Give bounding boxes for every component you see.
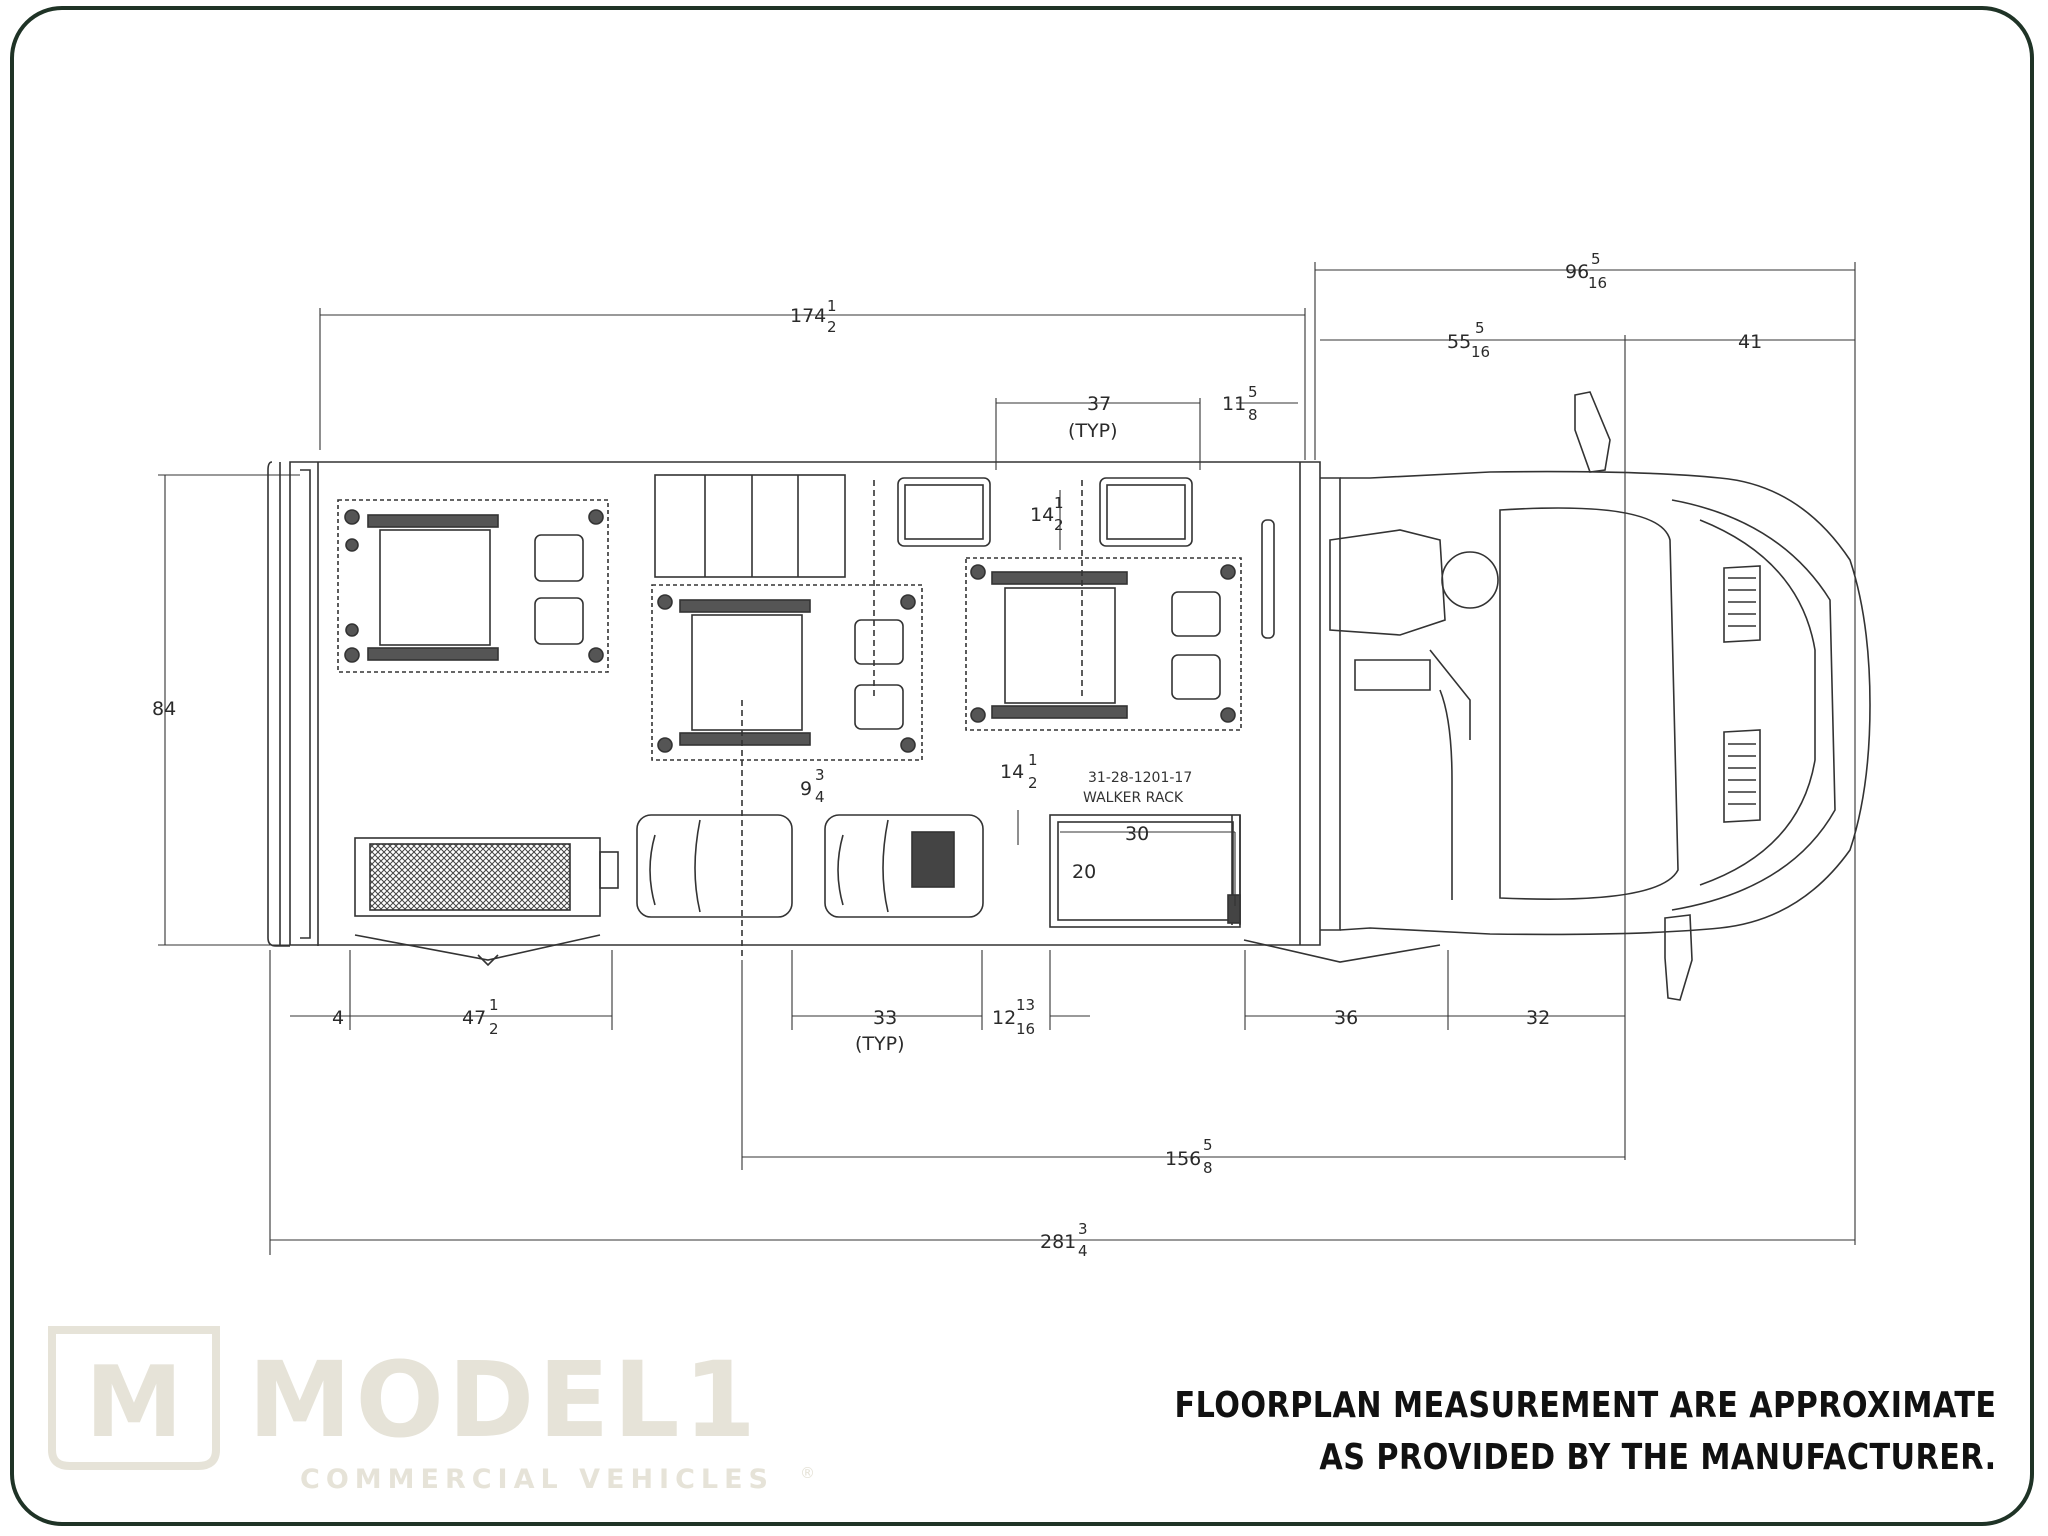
dim-seat-spacing-bottom: 33 [873, 1007, 897, 1029]
walker-rack [1049, 814, 1441, 963]
svg-text:1: 1 [1028, 751, 1038, 769]
svg-text:MODEL1: MODEL1 [248, 1339, 760, 1461]
disclaimer-line-2: AS PROVIDED BY THE MANUFACTURER. [1318, 1437, 1996, 1478]
svg-text:5: 5 [1591, 250, 1601, 268]
svg-text:8: 8 [1248, 406, 1258, 424]
brand-logo: M MODEL1 [48, 1326, 760, 1470]
svg-text:96: 96 [1565, 261, 1589, 283]
dim-typ-bottom: (TYP) [855, 1033, 905, 1055]
svg-text:13: 13 [1016, 996, 1035, 1014]
svg-text:M: M [85, 1346, 183, 1460]
svg-text:16: 16 [1471, 343, 1490, 361]
brand-tagline: COMMERCIAL VEHICLES [300, 1464, 774, 1495]
dim-front-overhang: 41 [1738, 331, 1762, 353]
svg-text:1: 1 [827, 297, 837, 315]
dimension-lines [158, 262, 1856, 1255]
svg-text:5: 5 [1475, 319, 1485, 337]
wheelchair-station-middle [651, 584, 923, 761]
svg-text:16: 16 [1016, 1020, 1035, 1038]
svg-text:55: 55 [1447, 331, 1471, 353]
svg-text:14: 14 [1030, 504, 1054, 526]
walker-rack-part-number: 31-28-1201-17 [1088, 770, 1192, 786]
wheelchair-lift [354, 837, 619, 967]
svg-text:4: 4 [815, 788, 825, 806]
svg-text:14: 14 [1000, 761, 1024, 783]
svg-text:2: 2 [1028, 774, 1038, 792]
svg-text:1: 1 [1054, 494, 1064, 512]
svg-text:2: 2 [1054, 516, 1064, 534]
dim-entry-door: 36 [1334, 1007, 1358, 1029]
dim-seat-gap: 14 1 2 [1030, 494, 1064, 534]
dim-seat-spacing-top: 37 [1087, 393, 1111, 415]
passenger-seats-top [654, 474, 1275, 700]
diagram-frame [10, 6, 2034, 1526]
cab-front [1329, 391, 1871, 1001]
dim-aisle-gap: 14 1 2 [1000, 751, 1038, 792]
svg-text:16: 16 [1588, 274, 1607, 292]
svg-text:281: 281 [1040, 1231, 1076, 1253]
dim-cab-to-axle: 55 5 16 [1447, 319, 1490, 361]
svg-text:156: 156 [1165, 1148, 1201, 1170]
svg-text:2: 2 [489, 1020, 499, 1038]
svg-text:2: 2 [827, 318, 837, 336]
dim-step-well: 32 [1526, 1007, 1550, 1029]
dim-partition-gap: 11 5 8 [1222, 383, 1258, 424]
dim-rack-depth: 20 [1072, 861, 1096, 883]
dim-cab-length: 96 5 16 [1565, 250, 1607, 292]
dim-width: 84 [152, 698, 176, 720]
dim-lift-gap: 9 3 4 [800, 766, 825, 806]
dim-rear-door: 47 1 2 [462, 996, 499, 1038]
dim-wheelbase: 156 5 8 [1165, 1136, 1213, 1177]
dim-rear-offset: 4 [332, 1007, 344, 1029]
passenger-seats-bottom [636, 700, 984, 960]
svg-text:8: 8 [1203, 1159, 1213, 1177]
dim-body-length: 174 1 2 [790, 297, 837, 336]
dim-rack-width: 30 [1125, 823, 1149, 845]
disclaimer-note: FLOORPLAN MEASUREMENT ARE APPROXIMATE AS… [1174, 1380, 1996, 1484]
wheelchair-station-rear [337, 499, 609, 673]
wheelchair-station-front [965, 557, 1242, 731]
dim-rack-offset: 12 13 16 [992, 996, 1035, 1038]
disclaimer-line-1: FLOORPLAN MEASUREMENT ARE APPROXIMATE [1174, 1385, 1996, 1426]
svg-text:9: 9 [800, 778, 812, 800]
svg-text:1: 1 [489, 996, 499, 1014]
svg-text:174: 174 [790, 305, 826, 327]
svg-text:4: 4 [1078, 1242, 1088, 1260]
svg-text:5: 5 [1203, 1136, 1213, 1154]
svg-text:3: 3 [1078, 1220, 1088, 1238]
dim-overall-length: 281 3 4 [1040, 1220, 1088, 1260]
svg-text:12: 12 [992, 1007, 1016, 1029]
body-outline [267, 461, 1341, 947]
brand-registered-mark: ® [800, 1464, 815, 1482]
dim-typ-top: (TYP) [1068, 420, 1118, 442]
svg-text:47: 47 [462, 1007, 486, 1029]
svg-text:5: 5 [1248, 383, 1258, 401]
brand-watermark: M MODEL1 COMMERCIAL VEHICLES ® [48, 1326, 815, 1495]
dimension-labels: 174 1 2 96 5 16 55 5 16 41 37 (TYP) 11 5… [152, 250, 1762, 1260]
svg-text:11: 11 [1222, 393, 1246, 415]
svg-text:3: 3 [815, 766, 825, 784]
walker-rack-label: WALKER RACK [1083, 790, 1184, 806]
